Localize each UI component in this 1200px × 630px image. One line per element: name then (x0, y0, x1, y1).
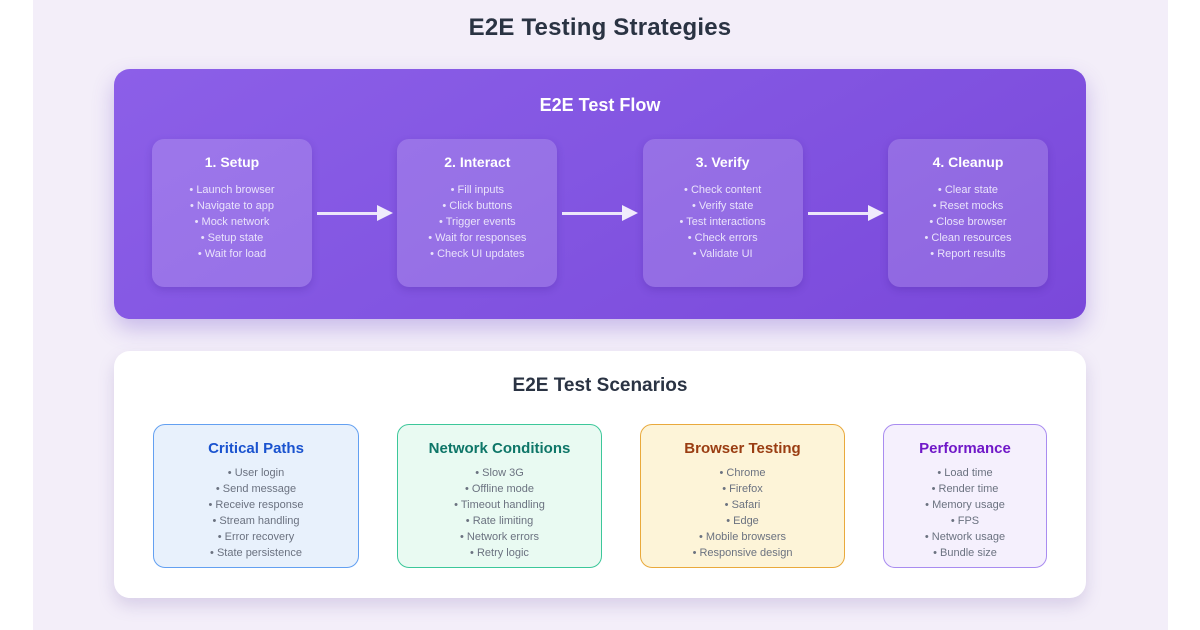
scenario-item: Network usage (892, 529, 1038, 545)
scenario-item: State persistence (162, 545, 350, 561)
arrow-right-icon (803, 211, 888, 215)
page-title: E2E Testing Strategies (468, 14, 732, 41)
arrow-right-icon (557, 211, 642, 215)
flow-step-4-cleanup: 4. Cleanup Clear state Reset mocks Close… (887, 139, 1048, 287)
flow-step-1-setup: 1. Setup Launch browser Navigate to app … (152, 139, 312, 287)
flow-step-title: 3. Verify (695, 154, 750, 170)
flow-step-title: 4. Cleanup (932, 154, 1004, 170)
scenario-card-browser-testing: Browser Testing Chrome Firefox Safari Ed… (640, 424, 845, 568)
flow-step-2-interact: 2. Interact Fill inputs Click buttons Tr… (397, 139, 558, 287)
flow-step-item: Wait for responses (397, 230, 557, 246)
scenario-card-title: Performance (919, 440, 1011, 457)
flow-step-item: Validate UI (643, 246, 803, 262)
flow-panel-title: E2E Test Flow (539, 95, 661, 115)
scenario-card-title: Critical Paths (208, 440, 304, 457)
flow-step-item: Close browser (888, 214, 1048, 230)
scenario-list: User login Send message Receive response… (162, 465, 350, 561)
scenario-item: Stream handling (162, 513, 350, 529)
flow-step-list: Clear state Reset mocks Close browser Cl… (888, 182, 1048, 262)
scenarios-cards-row: Critical Paths User login Send message R… (114, 424, 1086, 568)
scenario-card-title: Network Conditions (428, 440, 571, 457)
scenario-card-network-conditions: Network Conditions Slow 3G Offline mode … (397, 424, 602, 568)
flow-step-item: Navigate to app (152, 198, 312, 214)
scenario-item: Chrome (649, 465, 836, 481)
scenario-item: Error recovery (162, 529, 350, 545)
flow-step-item: Verify state (643, 198, 803, 214)
scenario-card-title: Browser Testing (684, 440, 801, 457)
scenario-item: Timeout handling (406, 497, 593, 513)
scenario-item: Bundle size (892, 545, 1038, 561)
flow-step-title: 1. Setup (204, 154, 260, 170)
scenario-item: Responsive design (649, 545, 836, 561)
flow-step-item: Launch browser (152, 182, 312, 198)
flow-step-item: Check UI updates (397, 246, 557, 262)
flow-step-item: Fill inputs (397, 182, 557, 198)
flow-step-item: Reset mocks (888, 198, 1048, 214)
flow-step-item: Mock network (152, 214, 312, 230)
flow-step-list: Launch browser Navigate to app Mock netw… (152, 182, 312, 262)
flow-panel: E2E Test Flow 1. Setup Launch browser Na… (114, 69, 1086, 319)
flow-step-item: Clean resources (888, 230, 1048, 246)
scenario-item: Send message (162, 481, 350, 497)
scenario-card-critical-paths: Critical Paths User login Send message R… (153, 424, 359, 568)
arrow-right-icon (317, 211, 378, 215)
scenario-item: Safari (649, 497, 836, 513)
scenario-item: Firefox (649, 481, 836, 497)
flow-step-item: Check content (643, 182, 803, 198)
flow-step-title: 2. Interact (444, 154, 511, 170)
scenario-item: Offline mode (406, 481, 593, 497)
flow-step-item: Trigger events (397, 214, 557, 230)
page-canvas: E2E Testing Strategies E2E Test Flow 1. … (32, 0, 1168, 630)
scenario-item: Edge (649, 513, 836, 529)
flow-row: 1. Setup Launch browser Navigate to app … (152, 139, 1048, 287)
scenario-item: Network errors (406, 529, 593, 545)
flow-step-list: Fill inputs Click buttons Trigger events… (397, 182, 557, 262)
flow-step-list: Check content Verify state Test interact… (643, 182, 803, 262)
flow-step-item: Report results (888, 246, 1048, 262)
content-area: E2E Test Flow 1. Setup Launch browser Na… (114, 69, 1086, 598)
flow-step-3-verify: 3. Verify Check content Verify state Tes… (642, 139, 803, 287)
scenario-item: Slow 3G (406, 465, 593, 481)
scenario-item: Memory usage (892, 497, 1038, 513)
scenario-list: Slow 3G Offline mode Timeout handling Ra… (406, 465, 593, 561)
flow-step-item: Click buttons (397, 198, 557, 214)
scenario-item: FPS (892, 513, 1038, 529)
scenario-item: Retry logic (406, 545, 593, 561)
arrow-right-icon (807, 211, 868, 215)
arrow-right-icon (562, 211, 623, 215)
scenarios-panel: E2E Test Scenarios Critical Paths User l… (114, 351, 1086, 598)
flow-step-item: Clear state (888, 182, 1048, 198)
scenarios-panel-title: E2E Test Scenarios (512, 375, 688, 396)
scenario-card-performance: Performance Load time Render time Memory… (883, 424, 1047, 568)
flow-step-item: Test interactions (643, 214, 803, 230)
scenario-item: User login (162, 465, 350, 481)
scenario-item: Rate limiting (406, 513, 593, 529)
scenario-item: Load time (892, 465, 1038, 481)
flow-step-item: Check errors (643, 230, 803, 246)
scenario-item: Render time (892, 481, 1038, 497)
arrow-right-icon (312, 211, 397, 215)
flow-step-item: Setup state (152, 230, 312, 246)
scenario-item: Mobile browsers (649, 529, 836, 545)
scenario-list: Chrome Firefox Safari Edge Mobile browse… (649, 465, 836, 561)
scenario-item: Receive response (162, 497, 350, 513)
scenario-list: Load time Render time Memory usage FPS N… (892, 465, 1038, 561)
flow-step-item: Wait for load (152, 246, 312, 262)
